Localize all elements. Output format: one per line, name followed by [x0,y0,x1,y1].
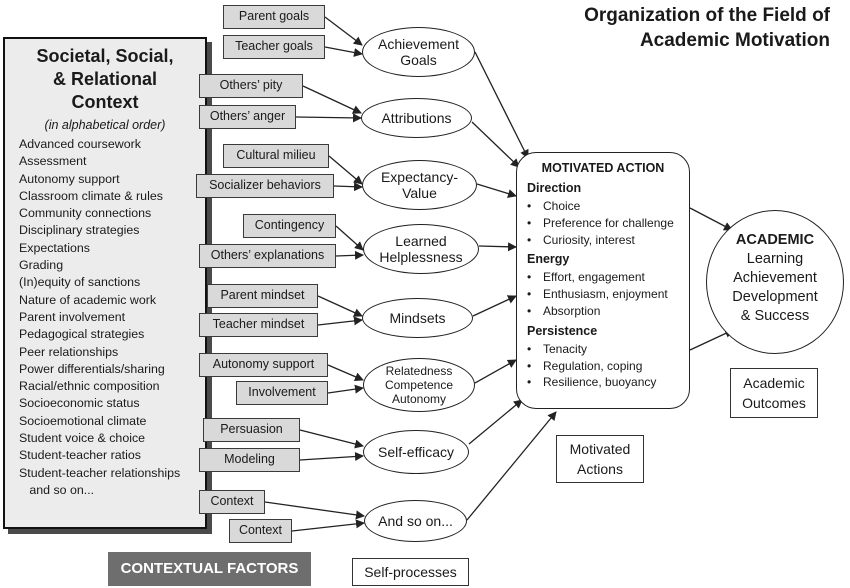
academic-line: Development [732,289,818,305]
societal-factor: Student voice & choice [19,431,146,446]
factor-modeling: Modeling [199,448,300,472]
societal-factor: Racial/ethnic composition [19,379,160,394]
persistence-list: Tenacity Regulation, coping Resilience, … [517,341,689,391]
factor-persuasion: Persuasion [203,418,300,442]
societal-factor: Socioeconomic status [19,396,140,411]
factor-parent-mindset: Parent mindset [207,284,318,308]
diagram-title: Organization of the Field of Academic Mo… [500,3,830,53]
societal-factor: Autonomy support [19,171,120,186]
factor-contingency: Contingency [243,214,336,238]
societal-factor: Assessment [19,154,87,169]
societal-factor: Grading [19,258,64,273]
societal-factor: Disciplinary strategies [19,223,140,238]
societal-context-box: Societal, Social, & Relational Context (… [3,37,207,529]
direction-item: Choice [527,198,689,215]
energy-list: Effort, engagement Enthusiasm, enjoyment… [517,269,689,319]
motivated-action-heading: MOTIVATED ACTION [541,161,665,175]
societal-factor: Advanced coursework [19,137,141,151]
energy-item: Absorption [527,303,689,320]
societal-factor: Power differentials/sharing [19,361,165,376]
factor-involvement: Involvement [236,381,328,405]
factor-teacher-mindset: Teacher mindset [199,313,318,337]
process-mindsets: Mindsets [362,298,473,338]
process-label: Attributions [381,110,452,126]
direction-item: Curiosity, interest [527,232,689,249]
title-line-2: Academic Motivation [500,28,830,53]
process-label: Expectancy- Value [380,169,459,201]
academic-outcomes-label: Academic Outcomes [730,368,818,418]
title-line-2-rest: Motivation [729,30,830,51]
factor-parent-goals: Parent goals [223,5,325,29]
academic-heading: ACADEMIC [735,232,815,248]
societal-factor: Nature of academic work [19,292,157,307]
motivated-actions-label: Motivated Actions [556,435,644,483]
factor-context: Context [199,490,265,514]
societal-factor: Student-teacher relationships [19,465,181,480]
title-line-2-bold: Academic [639,30,730,51]
societal-heading-line: Societal, Social, [36,46,174,66]
process-label: Achievement Goals [378,36,459,68]
societal-heading: Societal, Social, & Relational Context [5,45,205,114]
process-label: And so on... [378,513,453,529]
societal-factor: Community connections [19,206,152,221]
societal-factor: Pedagogical strategies [19,327,145,342]
energy-item: Enthusiasm, enjoyment [527,286,689,303]
societal-heading-line: Context [71,92,139,112]
academic-line: & Success [740,308,810,324]
direction-list: Choice Preference for challenge Curiosit… [517,198,689,248]
factor-cultural-milieu: Cultural milieu [223,144,329,168]
societal-factor: Student-teacher ratios [19,448,141,463]
persistence-item: Tenacity [527,341,689,358]
persistence-item: Resilience, buoyancy [527,374,689,391]
process-label: Self-efficacy [378,444,454,460]
energy-item: Effort, engagement [527,269,689,286]
motivated-action-box: MOTIVATED ACTION Direction Choice Prefer… [516,152,690,409]
direction-item: Preference for challenge [527,215,689,232]
societal-factor: Classroom climate & rules [19,188,163,203]
title-line-1: Organization of the Field of [584,5,830,26]
process-attributions: Attributions [361,98,472,138]
societal-factor: Parent involvement [19,309,126,324]
contextual-factors-label: CONTEXTUAL FACTORS [108,552,311,586]
self-processes-label: Self-processes [352,558,469,586]
societal-factor: Socioemotional climate [19,413,147,428]
academic-line: Learning [746,251,804,267]
academic-outcome-ellipse: ACADEMIC Learning Achievement Developmen… [706,210,844,354]
societal-factor: Expectations [19,240,90,255]
process-relatedness-competence-autonomy: Relatedness Competence Autonomy [363,358,475,412]
factor-others-pity: Others’ pity [199,74,303,98]
process-achievement-goals: Achievement Goals [362,27,475,77]
energy-heading: Energy [527,252,570,267]
process-label: Mindsets [389,310,446,326]
process-learned-helplessness: Learned Helplessness [363,224,479,274]
process-and-so-on: And so on... [364,500,467,542]
direction-heading: Direction [527,181,582,195]
societal-factor-list: Advanced coursework Assessment Autonomy … [5,136,205,499]
persistence-item: Regulation, coping [527,358,689,375]
process-label: Relatedness Competence Autonomy [384,364,454,406]
societal-subtitle: (in alphabetical order) [44,118,166,132]
academic-line: Achievement [733,270,817,286]
societal-factor: and so on... [19,482,95,497]
factor-teacher-goals: Teacher goals [223,35,325,59]
factor-context: Context [229,519,292,543]
process-expectancy-value: Expectancy- Value [362,160,477,210]
societal-heading-line: & Relational [52,69,158,89]
factor-others-explanations: Others’ explanations [199,244,336,268]
factor-others-anger: Others’ anger [199,105,296,129]
persistence-heading: Persistence [527,323,598,338]
factor-autonomy-support: Autonomy support [199,353,328,377]
societal-factor: Peer relationships [19,344,119,359]
process-label: Learned Helplessness [379,233,463,265]
societal-factor: (In)equity of sanctions [19,275,141,290]
process-self-efficacy: Self-efficacy [363,430,469,474]
factor-socializer-behaviors: Socializer behaviors [196,174,334,198]
